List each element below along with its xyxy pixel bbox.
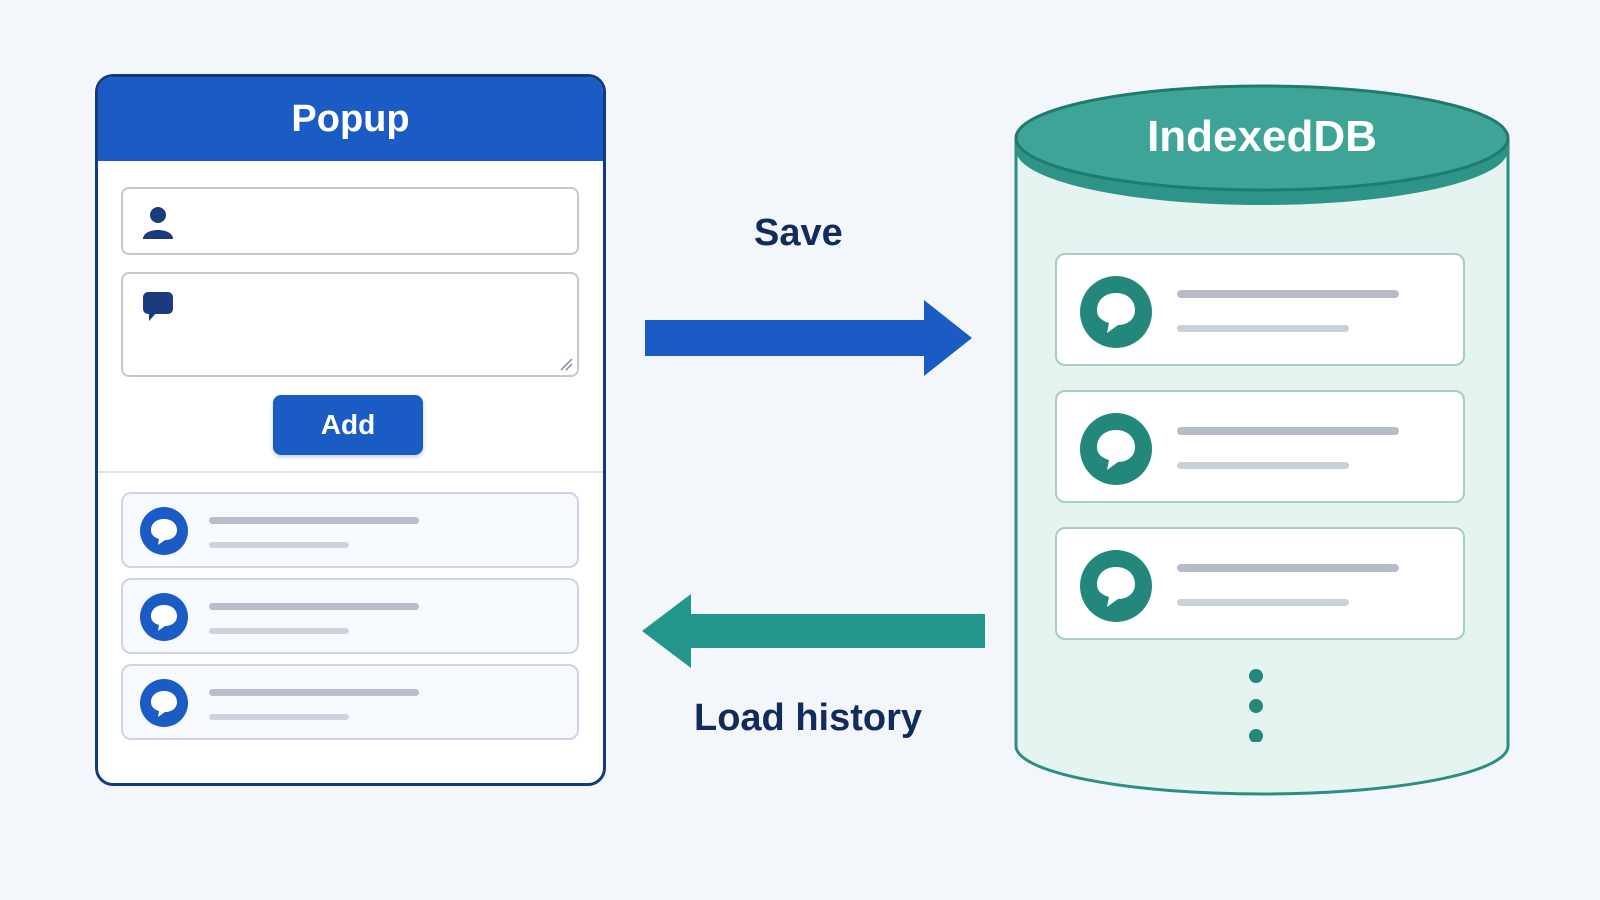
db-record[interactable]: [1055, 390, 1465, 503]
user-icon: [143, 207, 173, 239]
placeholder-line: [209, 714, 349, 720]
placeholder-line: [209, 603, 419, 610]
list-item[interactable]: [121, 664, 579, 740]
vertical-ellipsis-icon: [1249, 669, 1263, 742]
db-record[interactable]: [1055, 253, 1465, 366]
placeholder-line: [209, 542, 349, 548]
message-textarea[interactable]: [121, 272, 579, 377]
load-history-arrow: [642, 594, 985, 668]
db-record[interactable]: [1055, 527, 1465, 640]
chat-bubble-icon: [140, 679, 188, 727]
chat-bubble-icon: [1080, 276, 1152, 348]
placeholder-line: [1177, 564, 1399, 572]
name-input[interactable]: [121, 187, 579, 255]
placeholder-line: [1177, 462, 1349, 469]
resize-grip-icon[interactable]: [559, 357, 573, 371]
add-button[interactable]: Add: [273, 395, 423, 455]
chat-bubble-icon: [143, 292, 173, 321]
cylinder-top: [1014, 84, 1510, 192]
load-history-label: Load history: [694, 697, 923, 739]
popup-divider: [98, 471, 603, 473]
placeholder-line: [209, 517, 419, 524]
indexeddb-title: IndexedDB: [1147, 112, 1377, 161]
list-item[interactable]: [121, 578, 579, 654]
placeholder-line: [1177, 325, 1349, 332]
chat-bubble-icon: [1080, 550, 1152, 622]
chat-bubble-icon: [140, 507, 188, 555]
chat-bubble-icon: [140, 593, 188, 641]
popup-history-list: [121, 492, 579, 750]
placeholder-line: [209, 689, 419, 696]
list-item[interactable]: [121, 492, 579, 568]
popup-header: Popup: [98, 77, 603, 161]
popup-panel: Popup Add: [95, 74, 606, 786]
placeholder-line: [1177, 599, 1349, 606]
placeholder-line: [1177, 427, 1399, 435]
popup-title: Popup: [291, 97, 410, 140]
chat-bubble-icon: [1080, 413, 1152, 485]
placeholder-line: [1177, 290, 1399, 298]
save-arrow: [645, 300, 972, 376]
placeholder-line: [209, 628, 349, 634]
save-label: Save: [754, 212, 843, 254]
